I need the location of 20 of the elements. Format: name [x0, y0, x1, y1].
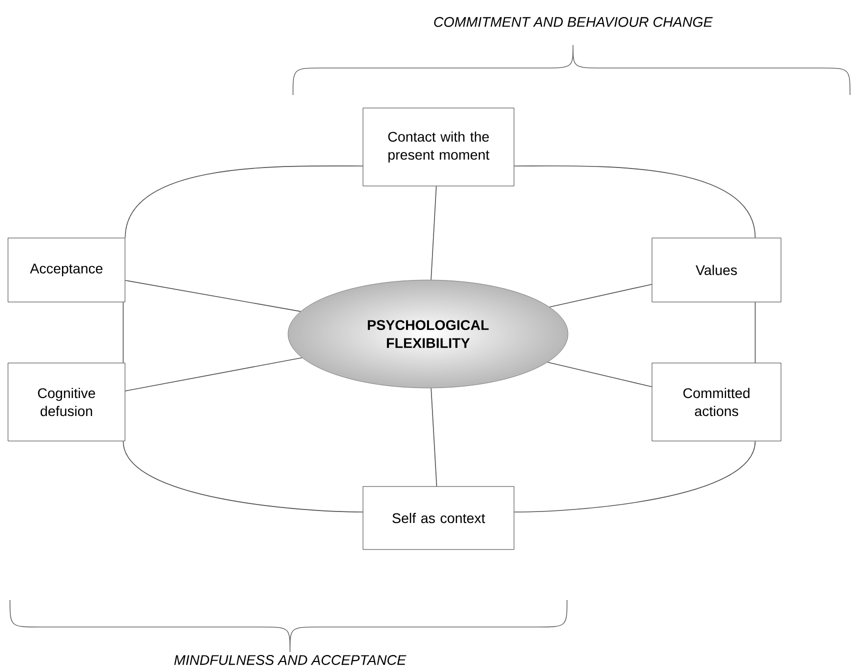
connector-line — [122, 302, 124, 364]
connector-line — [124, 357, 302, 392]
connector-line — [514, 440, 756, 512]
connector-line — [547, 362, 652, 388]
connector-line — [754, 302, 756, 364]
connector-line — [549, 284, 652, 308]
process-box: Values — [652, 238, 782, 302]
connector-line — [430, 388, 438, 487]
connector-line — [124, 166, 364, 238]
process-box: Committed actions — [652, 362, 782, 442]
process-box: Cognitive defusion — [8, 362, 126, 442]
process-box: Contact with the present moment — [362, 108, 514, 186]
process-box: Self as context — [362, 486, 514, 550]
connector-line — [514, 165, 756, 238]
group-label: COMMITMENT AND BEHAVIOUR CHANGE — [434, 17, 713, 27]
process-box: Acceptance — [8, 238, 126, 302]
connector-line — [124, 280, 301, 312]
connector-line — [122, 440, 364, 512]
connector-line — [430, 186, 437, 280]
group-label: MINDFULNESS AND ACCEPTANCE — [174, 655, 406, 665]
